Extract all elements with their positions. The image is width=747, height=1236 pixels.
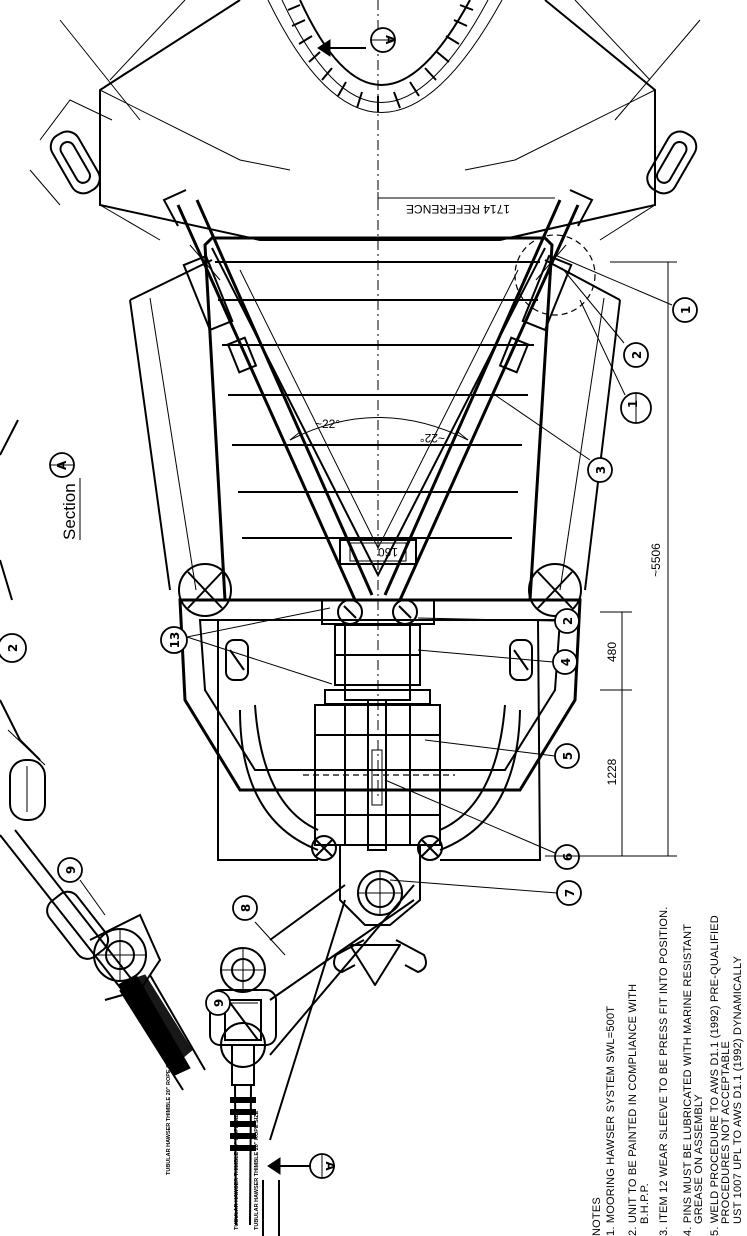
- callout-9-bridle-label: 9: [212, 999, 226, 1007]
- callout-3-label: 3: [594, 466, 608, 474]
- note-2: 2. UNIT TO BE PAINTED IN COMPLIANCE WITH: [627, 984, 639, 1236]
- section-label-text: Section: [60, 483, 79, 540]
- callout-2-section-label: 2: [6, 644, 20, 652]
- callout-2-lower-label: 2: [561, 617, 575, 625]
- thimble-wrap-upper: [230, 1097, 256, 1151]
- callout-7-label: 7: [563, 889, 577, 897]
- angle-label-right: ~22°: [420, 431, 445, 445]
- note-3: 3. ITEM 12 WEAR SLEEVE TO BE PRESS FIT I…: [658, 907, 670, 1236]
- left-lug: [29, 130, 101, 206]
- callout-4-label: 4: [559, 658, 573, 666]
- note-4-cont: GREASE ON ASSEMBLY: [693, 1094, 705, 1224]
- callout-1-label: 1: [679, 306, 693, 314]
- callout-4: 4: [417, 649, 578, 675]
- reference-dimension-label: 1714 REFERENCE: [406, 202, 510, 216]
- callout-9-section: 9: [57, 857, 106, 916]
- callout-5-label: 5: [561, 752, 575, 760]
- note-2-cont: B.H.P.P.: [639, 1183, 651, 1224]
- section-a-view: [0, 419, 206, 1091]
- callout-2-upper: 2: [561, 267, 649, 368]
- thimble-label-lower: TUBULAR HAWSER THIMBLE 20" ROPE SIZE: [254, 1110, 260, 1230]
- callout-5: 5: [424, 739, 580, 769]
- roller-assembly: [217, 619, 542, 861]
- reference-dimension: 1714 REFERENCE: [377, 192, 555, 216]
- note-4: 4. PINS MUST BE LUBRICATED WITH MARINE R…: [682, 924, 694, 1236]
- scallop-ticks: [287, 4, 474, 112]
- strut-arms: [162, 189, 594, 601]
- angle-label-left: ~22°: [315, 417, 340, 431]
- section-cut-mark-bottom: A: [323, 1161, 337, 1171]
- dimension-1228: 1228: [605, 758, 619, 785]
- detail-mark-number: 1: [626, 400, 640, 408]
- section-label-mark: A: [55, 460, 69, 470]
- thimble-label-upper: TUBULAR HAWSER THIMBLE 20" ROPE SIZE: [234, 1110, 240, 1230]
- callout-1: 1: [554, 254, 698, 323]
- callout-9-bridle: 9: [205, 990, 258, 1016]
- gap-dimension: 160: [339, 539, 417, 565]
- thimble-label-section: TUBULAR HAWSER THIMBLE 20" ROPE SIZE: [166, 1055, 172, 1175]
- callout-13: 13: [160, 607, 333, 685]
- notes-heading: NOTES: [591, 1197, 603, 1236]
- yoke-frame: [129, 236, 621, 602]
- yoke-base-frame: [178, 563, 582, 792]
- turret-hull-structure: [29, 0, 701, 241]
- notes-block: NOTES 1. MOORING HAWSER SYSTEM SWL=500T …: [591, 907, 744, 1236]
- section-cut-bottom: A: [267, 1153, 337, 1179]
- dimension-lines: ~5506 480 1228: [545, 261, 677, 857]
- callout-2-upper-label: 2: [630, 351, 644, 359]
- gap-label: 160: [378, 545, 398, 559]
- angle-annotation: ~22° ~22°: [289, 417, 469, 445]
- callout-6: 6: [384, 779, 580, 870]
- note-5-cont: PROCEDURES NOT ACCEPTABLE: [720, 1041, 732, 1224]
- right-lug: [646, 130, 698, 195]
- bridle-lines: [269, 884, 415, 1141]
- shackle-lower: [220, 1022, 266, 1068]
- section-cut-mark-top: A: [383, 35, 397, 45]
- callout-6-label: 6: [561, 853, 575, 861]
- callout-3: 3: [494, 394, 613, 483]
- bridle-thimble-lower: [262, 1180, 280, 1236]
- link-plate: [333, 844, 427, 986]
- note-5: 5. WELD PROCEDURE TO AWS D1.1 (1992) PRE…: [709, 915, 721, 1236]
- callout-7: 7: [389, 879, 582, 906]
- dimension-overall: ~5506: [649, 543, 663, 577]
- callout-9-section-label: 9: [64, 866, 78, 874]
- dimension-480: 480: [605, 642, 619, 662]
- callout-13-label: 13: [168, 632, 182, 649]
- frame-ribs: [215, 261, 540, 539]
- shackle-upper: [209, 947, 277, 1226]
- note-5-cont2: UST 1007 UPL TO AWS D1.1 (1992) DYNAMICA…: [732, 956, 744, 1224]
- note-1: 1. MOORING HAWSER SYSTEM SWL=500T: [605, 1006, 617, 1236]
- callout-2-section: 2: [0, 633, 27, 663]
- callout-8-label: 8: [239, 904, 253, 912]
- section-a-label: Section A: [49, 452, 81, 540]
- callout-8: 8: [232, 895, 286, 956]
- thimble-labels: TUBULAR HAWSER THIMBLE 20" ROPE SIZE TUB…: [166, 1055, 260, 1230]
- section-cut-top: A: [317, 27, 397, 57]
- callout-2-lower: 2: [417, 608, 580, 634]
- detail-mark: 1: [514, 234, 652, 424]
